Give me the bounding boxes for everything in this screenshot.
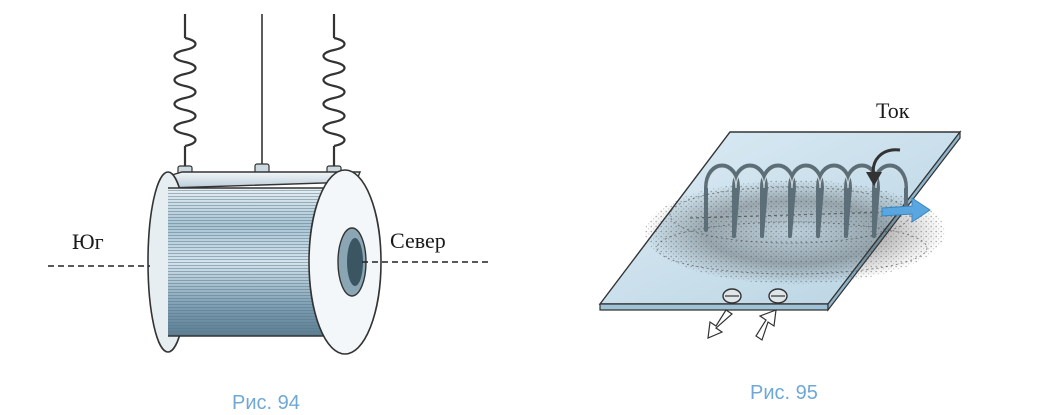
wire-arrow-in-icon — [755, 309, 777, 341]
spring-icon — [173, 14, 197, 170]
terminal-screw — [722, 288, 742, 304]
suspended-solenoid-drawing — [48, 14, 490, 355]
coil-icon — [704, 163, 908, 238]
figure-94: Юг Север Рис. 94 — [0, 0, 520, 414]
spring-icon — [322, 14, 346, 170]
wire-arrow-out-icon — [707, 309, 733, 339]
coil-icon — [147, 169, 382, 355]
coil-iron-filings-drawing — [598, 130, 962, 341]
field-direction-arrow-icon — [881, 197, 931, 223]
caption-fig-94: Рис. 94 — [232, 392, 300, 414]
caption-fig-95: Рис. 95 — [750, 382, 818, 404]
label-south: Юг — [72, 229, 104, 254]
figure-95: Ток Рис. 95 — [520, 0, 1051, 411]
terminal-screw — [768, 288, 788, 304]
current-arrow-icon — [866, 148, 901, 186]
label-current: Ток — [876, 98, 910, 123]
label-north: Север — [390, 228, 446, 253]
iron-filings — [645, 180, 945, 284]
